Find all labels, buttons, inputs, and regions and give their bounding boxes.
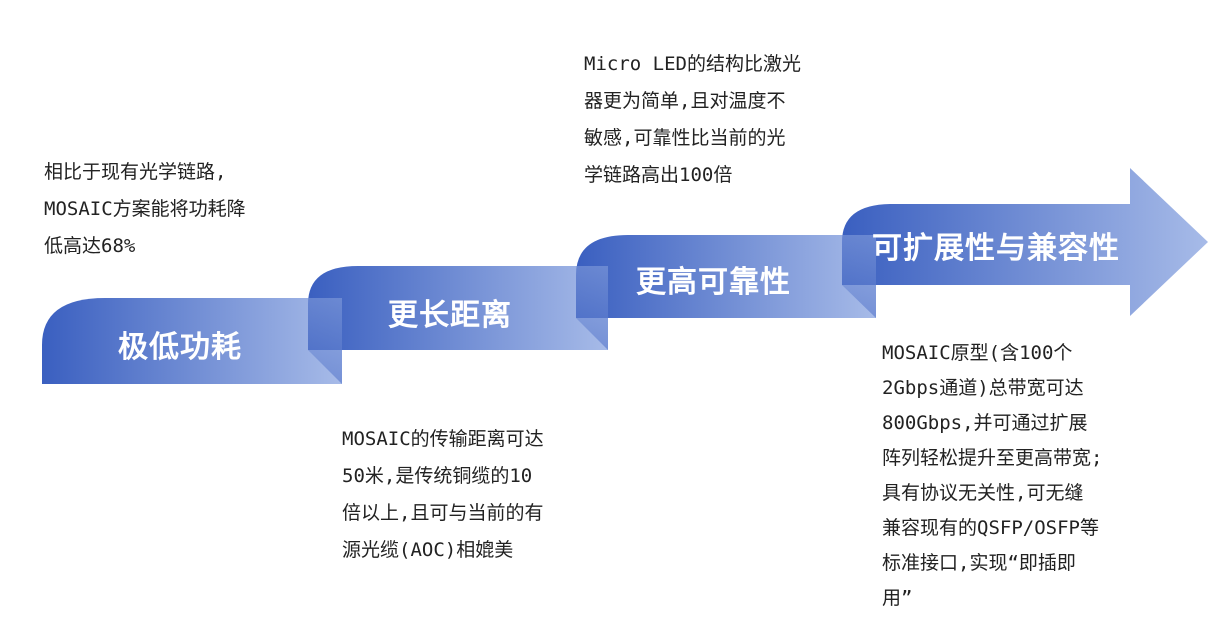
description-line: 800Gbps,并可通过扩展 (882, 412, 1088, 434)
description-line: 低高达68% (44, 235, 136, 257)
step-4-description: MOSAIC原型(含100个 2Gbps通道)总带宽可达 800Gbps,并可通… (882, 336, 1102, 616)
step-2-fold (576, 266, 608, 350)
step-4-arrow (842, 168, 1208, 316)
step-2-band (308, 266, 608, 350)
description-line: 标准接口,实现“即插即 (882, 552, 1076, 574)
step-1-band (42, 298, 342, 384)
description-line: 50米,是传统铜缆的10 (342, 465, 533, 487)
step-2-label: 更长距离 (388, 298, 512, 333)
description-line: 2Gbps通道)总带宽可达 (882, 377, 1084, 399)
description-line: MOSAIC原型(含100个 (882, 342, 1073, 364)
description-line: MOSAIC的传输距离可达 (342, 428, 544, 450)
step-4-label: 可扩展性与兼容性 (872, 231, 1120, 266)
step-3-fold (842, 235, 876, 318)
description-line: MOSAIC方案能将功耗降 (44, 198, 246, 220)
step-3-label: 更高可靠性 (636, 265, 791, 300)
step-1-label: 极低功耗 (118, 330, 242, 365)
step-3-description: Micro LED的结构比激光 器更为简单,且对温度不 敏感,可靠性比当前的光 … (584, 46, 801, 194)
description-line: 源光缆(AOC)相媲美 (342, 539, 514, 561)
description-line: 用” (882, 587, 913, 609)
description-line: 器更为简单,且对温度不 (584, 90, 786, 112)
description-line: 兼容现有的QSFP/OSFP等 (882, 517, 1099, 539)
step-1-description: 相比于现有光学链路, MOSAIC方案能将功耗降 低高达68% (44, 154, 246, 265)
step-2-description: MOSAIC的传输距离可达 50米,是传统铜缆的10 倍以上,且可与当前的有 源… (342, 421, 544, 569)
description-line: 具有协议无关性,可无缝 (882, 482, 1084, 504)
description-line: 倍以上,且可与当前的有 (342, 502, 544, 524)
description-line: 相比于现有光学链路, (44, 161, 227, 183)
step-1-fold (308, 298, 342, 384)
description-line: Micro LED的结构比激光 (584, 53, 801, 75)
description-line: 阵列轻松提升至更高带宽; (882, 447, 1103, 469)
description-line: 敏感,可靠性比当前的光 (584, 127, 786, 149)
description-line: 学链路高出100倍 (584, 164, 733, 186)
step-3-band (576, 235, 876, 318)
